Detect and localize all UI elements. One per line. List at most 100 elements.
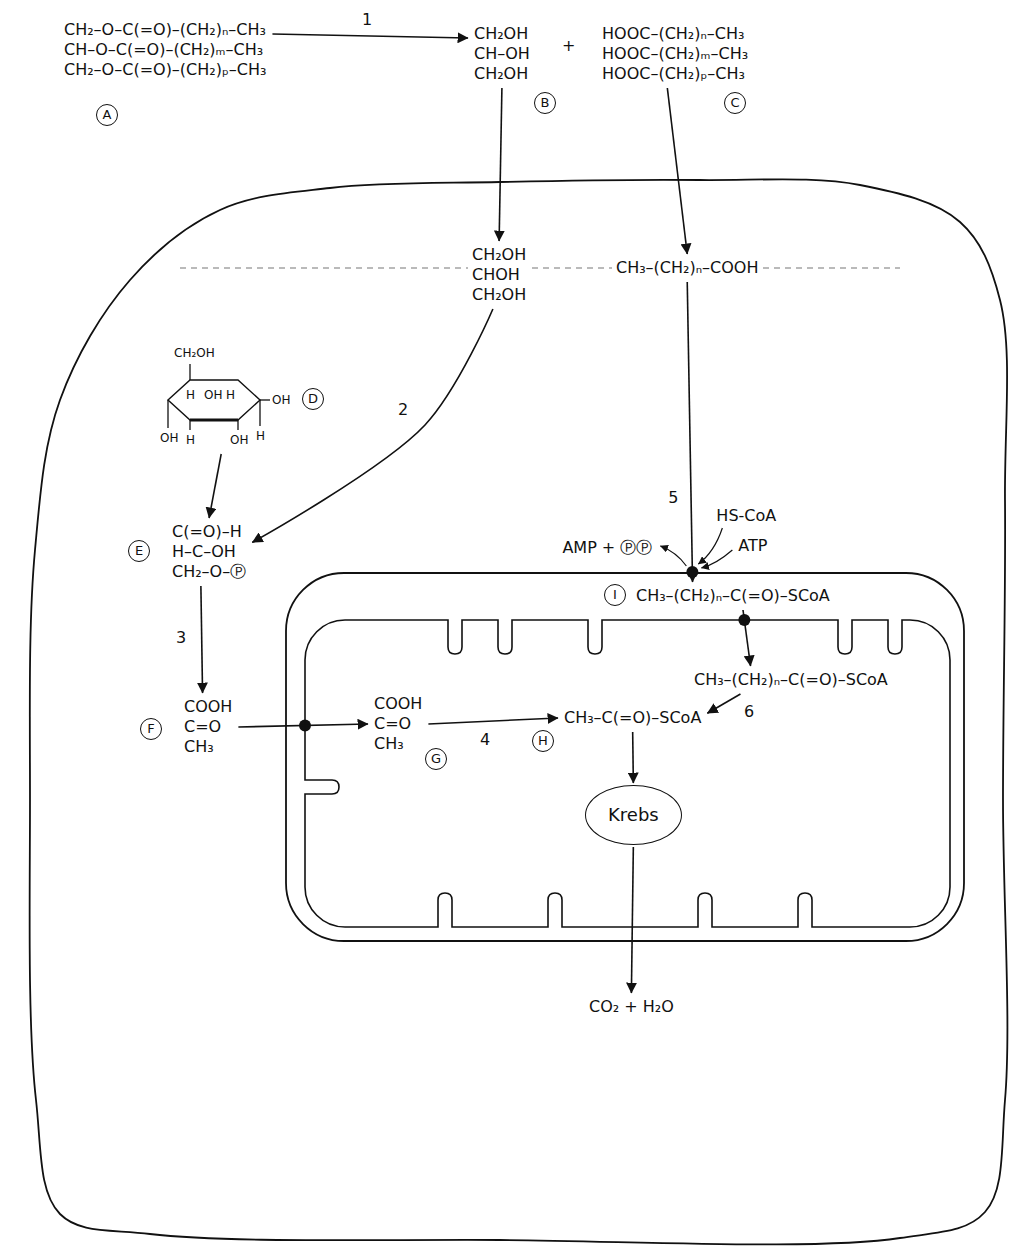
molecule-letter: C (724, 92, 746, 114)
byproduct-out-arrow (660, 546, 686, 566)
ring-atom: CH₂OH (174, 346, 215, 360)
molecule-letter: H (532, 730, 554, 752)
reaction-arrow (687, 282, 692, 582)
ring-front-bond (190, 418, 238, 421)
molecule-formula: COOHC=OCH₃F (180, 695, 236, 759)
cofactor-label: HS-CoA (714, 506, 778, 526)
dashed-line (180, 267, 900, 268)
formula-line: CH₂–O–C(=O)–(CH₂)ₚ–CH₃ (64, 60, 266, 80)
substituent-bond (189, 364, 190, 380)
formula-line: COOH (184, 697, 232, 717)
cell-outline: CH₂OHCHOHCH₂OHCH₃–(CH₂)ₙ–COOHCH₂OHHOHHOH… (20, 175, 1010, 1250)
molecule-letter: F (140, 718, 162, 740)
formula-line: CH₃–(CH₂)ₙ–C(=O)–SCoA (636, 586, 830, 606)
molecule-formula: HOOC–(CH₂)ₙ–CH₃HOOC–(CH₂)ₘ–CH₃HOOC–(CH₂)… (598, 22, 752, 86)
molecule-letter: A (96, 104, 118, 126)
substituent-bond (167, 400, 168, 428)
formula-line: COOH (374, 694, 422, 714)
formula-line: CH–O–C(=O)–(CH₂)ₘ–CH₃ (64, 40, 266, 60)
formula-line: CH₃–(CH₂)ₙ–COOH (616, 258, 758, 278)
ring-atom: H (256, 429, 265, 443)
step-number: 4 (478, 730, 492, 750)
reaction-arrow (428, 718, 558, 724)
reaction-arrow (272, 34, 468, 38)
cycle-name: Krebs (608, 804, 659, 825)
molecule-letter: D (302, 388, 324, 410)
reaction-arrow (667, 88, 687, 254)
molecule-letter: E (128, 540, 150, 562)
molecule-letter: I (604, 584, 626, 606)
molecule-formula: CH₂–O–C(=O)–(CH₂)ₙ–CH₃CH–O–C(=O)–(CH₂)ₘ–… (60, 18, 270, 82)
substituent-bond (260, 399, 270, 400)
mitochondrion-membranes (285, 572, 965, 942)
ring-bonds (168, 380, 260, 420)
molecule-formula: CO₂ + H₂O (585, 995, 678, 1019)
formula-line: CH₃ (374, 734, 422, 754)
molecule-formula: CH₃–(CH₂)ₙ–C(=O)–SCoAI (632, 584, 834, 608)
formula-line: CH₂OH (472, 245, 526, 265)
molecule-formula: CH₃–(CH₂)ₙ–COOH (612, 256, 762, 280)
cell-membrane (20, 175, 1010, 1250)
step-number: 1 (360, 10, 374, 30)
formula-line: CO₂ + H₂O (589, 997, 674, 1017)
cofactor-in-arrow (701, 550, 732, 568)
formula-line: C(=O)–H (172, 522, 246, 542)
reaction-arrow (743, 610, 751, 666)
ring-atom: H (186, 433, 195, 447)
glucose-ring: CH₂OHHOHHOHOHHOHHD (160, 340, 296, 452)
formula-line: CH₃ (184, 737, 232, 757)
formula-line: CH₂OH (474, 24, 530, 44)
cofactor-label: ATP (736, 536, 769, 556)
ring-atom: H (226, 388, 235, 402)
inner-membrane (305, 620, 950, 927)
formula-line: C=O (184, 717, 232, 737)
ring-atom: OH (160, 431, 178, 445)
outer-membrane (286, 573, 964, 941)
reaction-arrow (499, 88, 502, 241)
formula-line: CH₂OH (474, 64, 530, 84)
ring-atom: OH (230, 433, 248, 447)
molecule-letter: B (534, 92, 556, 114)
molecule-formula: CH₂OHCHOHCH₂OH (468, 243, 530, 307)
molecule-formula: COOHC=OCH₃G (370, 692, 426, 756)
reaction-arrow (252, 309, 493, 542)
formula-line: CH₃–(CH₂)ₙ–C(=O)–SCoA (694, 670, 888, 690)
step-number: 6 (742, 702, 756, 722)
cofactor-label: AMP + ⓅⓅ (560, 538, 654, 558)
reaction-arrow (631, 847, 633, 993)
formula-line: CH₂OH (472, 285, 526, 305)
molecule-letter: G (425, 748, 447, 770)
molecule-formula: CH₂OHCH–OHCH₂OHB (470, 22, 534, 86)
formula-line: HOOC–(CH₂)ₚ–CH₃ (602, 64, 748, 84)
plus-sign: + (560, 36, 577, 56)
cofactor-in-arrow (698, 528, 722, 564)
formula-line: CHOH (472, 265, 526, 285)
krebs-cycle: Krebs (585, 785, 682, 845)
reaction-arrow (707, 694, 740, 713)
formula-line: CH₂–O–Ⓟ (172, 562, 246, 582)
formula-line: HOOC–(CH₂)ₙ–CH₃ (602, 24, 748, 44)
ring-atom: OH (272, 393, 290, 407)
reaction-arrow (238, 724, 368, 727)
cell-membrane-line (30, 179, 1008, 1244)
formula-line: CH–OH (474, 44, 530, 64)
reaction-arrow (209, 454, 221, 518)
reaction-arrow (201, 586, 203, 693)
formula-line: HOOC–(CH₂)ₘ–CH₃ (602, 44, 748, 64)
molecule-formula: CH₃–(CH₂)ₙ–C(=O)–SCoA (690, 668, 892, 692)
molecule-formula: CH₃–C(=O)–SCoAH (560, 706, 705, 730)
ring-atom: OH (204, 388, 222, 402)
molecule-formula: C(=O)–HH–C–OHCH₂–O–ⓅE (168, 520, 250, 584)
formula-line: C=O (374, 714, 422, 734)
step-number: 2 (396, 400, 410, 420)
step-number: 3 (174, 628, 188, 648)
formula-line: CH₂–O–C(=O)–(CH₂)ₙ–CH₃ (64, 20, 266, 40)
formula-line: H–C–OH (172, 542, 246, 562)
step-number: 5 (666, 488, 680, 508)
formula-line: CH₃–C(=O)–SCoA (564, 708, 701, 728)
substituent-bond (259, 400, 260, 426)
ring-atom: H (186, 388, 195, 402)
mitochondrion: CH₃–(CH₂)ₙ–C(=O)–SCoAICH₃–(CH₂)ₙ–C(=O)–S… (285, 572, 965, 942)
